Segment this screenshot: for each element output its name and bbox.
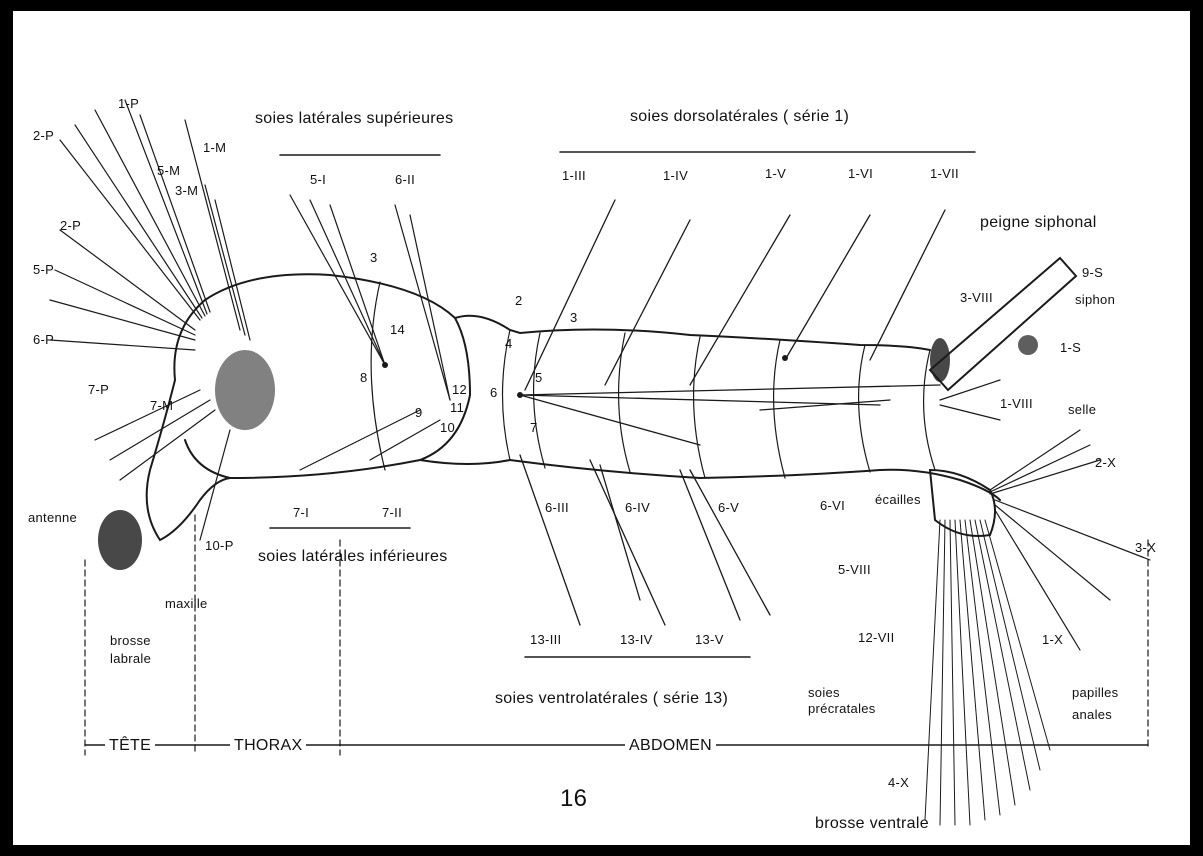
dorsolateral-setae-label: soies dorsolatérales ( série 1) xyxy=(630,108,849,126)
seta-label: 1-M xyxy=(203,140,226,155)
seta-number: 6 xyxy=(490,385,498,400)
seta-label: 5-I xyxy=(310,172,326,187)
seta-label: 10-P xyxy=(205,538,234,553)
seta-label: siphon xyxy=(1075,292,1115,307)
figure-number: 16 xyxy=(560,785,587,813)
precratal-setae-label: soies précratales xyxy=(808,685,876,717)
seta-number: 10 xyxy=(440,420,455,435)
siphonal-comb-label: peigne siphonal xyxy=(980,214,1097,232)
seta-number: 4 xyxy=(505,336,513,351)
seta-label: 1-X xyxy=(1042,632,1063,647)
seta-label: 9-S xyxy=(1082,265,1103,280)
labral-brush-label: brosse labrale xyxy=(110,632,151,668)
seta-label: 1-S xyxy=(1060,340,1081,355)
seta-number: 8 xyxy=(360,370,368,385)
seta-label: 13-V xyxy=(695,632,724,647)
lateral-superior-setae-label: soies latérales supérieures xyxy=(255,110,453,128)
seta-label: 7-P xyxy=(88,382,109,397)
seta-label: 1-V xyxy=(765,166,786,181)
seta-number: 2 xyxy=(515,293,523,308)
ventrolateral-setae-label: soies ventrolatérales ( série 13) xyxy=(495,690,728,708)
seta-label: 6-III xyxy=(545,500,569,515)
seta-label: 1-VI xyxy=(848,166,873,181)
seta-label: 7-M xyxy=(150,398,173,413)
seta-label: 3-VIII xyxy=(960,290,993,305)
anal-papillae-label: papilles anales xyxy=(1072,682,1118,726)
seta-label: 12-VII xyxy=(858,630,894,645)
seta-label: 7-II xyxy=(382,505,402,520)
seta-number: 5 xyxy=(535,370,543,385)
antenna-label: antenne xyxy=(28,510,77,525)
seta-label: 2-X xyxy=(1095,455,1116,470)
seta-number: 9 xyxy=(415,405,423,420)
seta-number: 7 xyxy=(530,420,538,435)
seta-label: 6-II xyxy=(395,172,415,187)
seta-number: 3 xyxy=(570,310,578,325)
seta-label: 6-P xyxy=(33,332,54,347)
seta-label: 6-V xyxy=(718,500,739,515)
seta-label: 2-P xyxy=(33,128,54,143)
seta-label: 2-P xyxy=(60,218,81,233)
seta-label: 5-VIII xyxy=(838,562,871,577)
seta-label: 1-IV xyxy=(663,168,688,183)
seta-label: 13-III xyxy=(530,632,561,647)
seta-number: 14 xyxy=(390,322,405,337)
seta-number: 3 xyxy=(370,250,378,265)
ventral-brush-label: brosse ventrale xyxy=(815,815,929,833)
region-abdomen: ABDOMEN xyxy=(625,737,716,755)
seta-label: 1-III xyxy=(562,168,586,183)
seta-label: 6-IV xyxy=(625,500,650,515)
seta-label: 1-VII xyxy=(930,166,959,181)
lateral-inferior-setae-label: soies latérales inférieures xyxy=(258,548,448,566)
seta-label: 3-X xyxy=(1135,540,1156,555)
siphon-outline xyxy=(930,258,1076,390)
region-thorax: THORAX xyxy=(230,737,306,755)
seta-label: 5-P xyxy=(33,262,54,277)
scales-label: écailles xyxy=(875,492,921,507)
head-outline xyxy=(147,300,230,540)
seta-label: 13-IV xyxy=(620,632,653,647)
seta-number: 11 xyxy=(450,400,464,415)
seta-label: 4-X xyxy=(888,775,909,790)
region-head: TÊTE xyxy=(105,737,155,755)
seta-label: 1-VIII xyxy=(1000,396,1033,411)
seta-label: 6-VI xyxy=(820,498,845,513)
seta-label: 7-I xyxy=(293,505,309,520)
seta-number: 12 xyxy=(452,382,467,397)
seta-label: selle xyxy=(1068,402,1096,417)
maxilla-label: maxille xyxy=(165,596,208,611)
seta-label: 1-P xyxy=(118,96,139,111)
abdomen-upper-outline xyxy=(455,316,930,350)
seta-label: 5-M xyxy=(157,163,180,178)
seta-label: 3-M xyxy=(175,183,198,198)
